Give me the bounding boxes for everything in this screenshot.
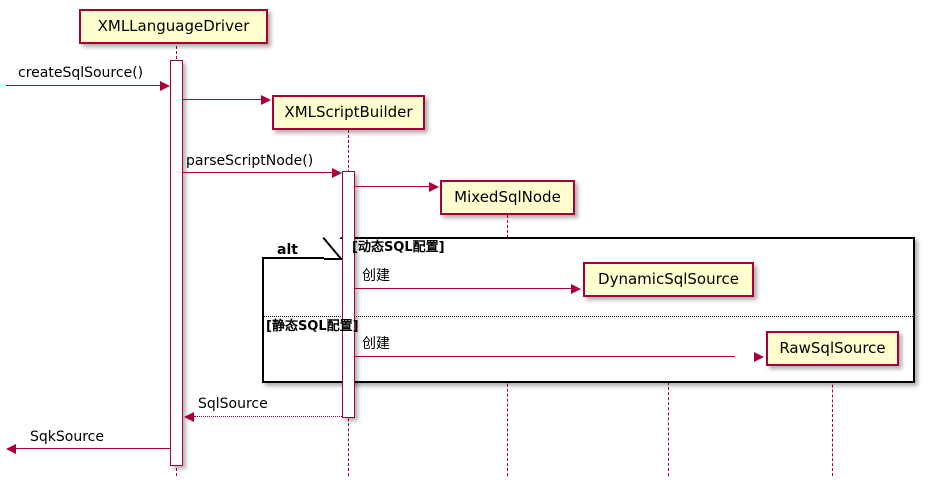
alt-fragment bbox=[262, 237, 915, 383]
participant-xml-language-driver[interactable]: XMLLanguageDriver bbox=[79, 9, 268, 44]
message-label-return-sqk-source: SqkSource bbox=[30, 429, 104, 445]
message-line-create-mixed-sql-node bbox=[355, 186, 430, 187]
participant-dynamic-sql-source[interactable]: DynamicSqlSource bbox=[583, 262, 754, 297]
message-line-return-sqk-source bbox=[16, 448, 170, 449]
alt-fragment-tab bbox=[262, 237, 324, 259]
activation-driver bbox=[170, 60, 183, 466]
message-line-parse-script-node bbox=[183, 172, 333, 173]
alt-fragment-condition-1: [动态SQL配置] bbox=[352, 240, 445, 255]
message-label-create-dynamic: 创建 bbox=[362, 268, 390, 284]
message-label-return-sql-source: SqlSource bbox=[198, 396, 268, 412]
message-label-create-sql-source: createSqlSource() bbox=[18, 65, 144, 81]
message-line-return-sql-source bbox=[194, 416, 342, 417]
alt-fragment-divider bbox=[264, 316, 913, 317]
message-arrowhead-parse-script-node bbox=[332, 168, 342, 178]
participant-label-xml-script-builder: XMLScriptBuilder bbox=[284, 103, 413, 121]
participant-xml-script-builder[interactable]: XMLScriptBuilder bbox=[272, 95, 425, 130]
participant-label-xml-language-driver: XMLLanguageDriver bbox=[97, 17, 250, 35]
participant-raw-sql-source[interactable]: RawSqlSource bbox=[766, 331, 899, 366]
message-line-create-dynamic bbox=[355, 288, 572, 289]
message-line-create-sql-source bbox=[6, 85, 162, 86]
activation-builder bbox=[342, 171, 355, 418]
message-label-create-raw: 创建 bbox=[362, 336, 390, 352]
lifeline-raw bbox=[832, 365, 833, 476]
message-label-parse-script-node: parseScriptNode() bbox=[186, 153, 314, 169]
message-arrowhead-create-raw bbox=[754, 352, 764, 362]
message-arrowhead-return-sqk-source bbox=[6, 444, 16, 454]
alt-fragment-tab-edge bbox=[324, 258, 342, 260]
message-arrowhead-create-dynamic bbox=[571, 284, 581, 294]
alt-fragment-condition-2: [静态SQL配置] bbox=[266, 319, 359, 334]
message-arrowhead-create-sql-source bbox=[160, 81, 170, 91]
participant-label-dynamic-sql-source: DynamicSqlSource bbox=[598, 270, 739, 288]
lifeline-dynamic bbox=[668, 296, 669, 476]
message-arrowhead-create-builder bbox=[261, 95, 271, 105]
message-arrowhead-return-sql-source bbox=[184, 412, 194, 422]
participant-mixed-sql-node[interactable]: MixedSqlNode bbox=[440, 180, 575, 215]
participant-label-raw-sql-source: RawSqlSource bbox=[779, 339, 886, 357]
participant-label-mixed-sql-node: MixedSqlNode bbox=[454, 188, 561, 206]
message-line-create-builder bbox=[183, 99, 261, 100]
alt-fragment-operator: alt bbox=[277, 242, 298, 258]
message-arrowhead-create-mixed-sql-node bbox=[429, 182, 439, 192]
message-line-create-raw bbox=[355, 356, 735, 357]
